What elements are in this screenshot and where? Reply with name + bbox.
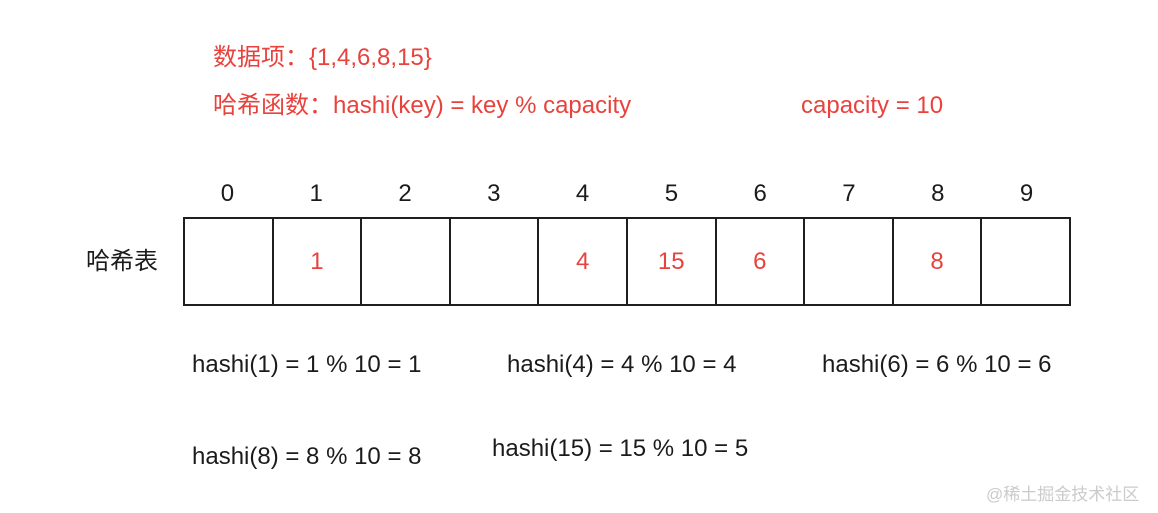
hash-cell: [451, 219, 540, 304]
capacity-text: capacity = 10: [801, 92, 944, 119]
index-label: 6: [753, 180, 767, 207]
index-label: 0: [220, 180, 235, 207]
hash-calculation: hashi(1) = 1 % 10 = 1: [192, 351, 422, 378]
hash-cell: [805, 219, 894, 304]
hash-calculation: hashi(8) = 8 % 10 = 8: [192, 443, 422, 470]
hash-calculation: hashi(4) = 4 % 10 = 4: [507, 351, 737, 378]
hash-cell: 6: [717, 219, 806, 304]
index-label: 8: [931, 180, 945, 207]
watermark: @稀土掘金技术社区: [986, 485, 1140, 504]
hash-table-label: 哈希表: [86, 248, 158, 275]
hash-table-cells: 1 4 15 6 8: [183, 217, 1071, 306]
index-row: 0 1 2 3 4 5 6 7 8 9: [183, 180, 1071, 207]
hash-calculation: hashi(6) = 6 % 10 = 6: [822, 351, 1052, 378]
hash-calculation: hashi(15) = 15 % 10 = 5: [492, 435, 749, 462]
hash-cell: 8: [894, 219, 983, 304]
hash-cell: [185, 219, 274, 304]
index-label: 3: [487, 180, 501, 207]
index-label: 7: [842, 180, 856, 207]
hash-cell: 15: [628, 219, 717, 304]
index-label: 2: [398, 180, 412, 207]
hash-function-text: 哈希函数：hashi(key) = key % capacity: [213, 92, 632, 119]
data-items-text: 数据项：{1,4,6,8,15}: [213, 44, 432, 71]
hash-cell: [982, 219, 1069, 304]
index-label: 4: [575, 180, 590, 207]
hash-cell: [362, 219, 451, 304]
hash-cell: 4: [539, 219, 628, 304]
hash-cell: 1: [274, 219, 363, 304]
index-label: 1: [309, 180, 323, 207]
index-label: 9: [1019, 180, 1034, 207]
index-label: 5: [664, 180, 679, 207]
